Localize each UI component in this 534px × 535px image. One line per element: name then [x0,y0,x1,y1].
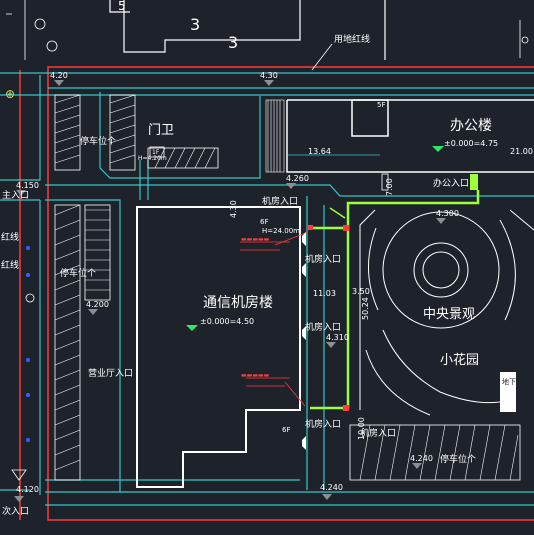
gate-height-label: H=4.20m [138,155,167,162]
dim-4-30: 4.30 [229,200,238,218]
room-entry-label-3: 机房入口 [305,321,341,333]
dim-13-64: 13.64 [308,147,331,156]
room-entry-markers [302,232,306,450]
left-side-markers [11,246,35,481]
business-entry-label: 营业厅入口 [88,367,133,379]
parking-label-2: 停车位个 [60,267,96,279]
telecom-height-label: H=24.00m [262,227,300,235]
parking-label-1: 停车位个 [80,135,116,147]
basement-entry-box [500,372,516,412]
gate-title: 门卫 [148,123,174,138]
office-stair-hatch [265,99,285,173]
road-network [0,72,534,506]
office-entry-label: 办公入口 [433,177,469,189]
level-4-120: 4.120 [16,485,39,494]
building-3-label-b: 3 [228,33,238,52]
building-3-outline [123,0,301,53]
room-entry-label-5: 机房入口 [360,427,396,439]
parking-hatch [54,94,519,481]
telecom-title: 通信机房楼 [203,295,273,311]
north-symbol-icon: ⊕ [5,87,15,101]
parking-label-3: 停车位个 [440,453,476,465]
office-building [286,99,534,173]
level-4-260: 4.260 [286,174,309,183]
level-4-240-parking: 4.240 [410,454,433,463]
building-5-outline [109,0,130,13]
dim-21-00: 21.00 [510,147,533,156]
room-entry-label-2: 机房入口 [305,253,341,265]
garden-title: 中央景观 [423,307,475,322]
level-4-310: 4.310 [326,333,349,342]
office-level-marker-icon [432,146,444,152]
red-annotation-1: ▬▬▬▬▬ [241,236,270,243]
dim-7-00: 7.00 [385,178,394,196]
office-title: 办公楼 [450,118,492,134]
level-4-30-top: 4.30 [260,71,278,80]
central-garden [359,209,534,416]
level-triangles [14,80,446,502]
telecom-floors-lower-label: 6F [282,426,290,434]
pipeline-nodes [308,225,349,411]
level-4-300: 4.300 [436,209,459,218]
gate-house-outline [149,146,165,158]
telecom-building-outline [136,206,301,488]
small-garden-title: 小花园 [440,352,479,368]
office-floors-label: 5F [377,101,385,109]
level-4-150: 4.150 [16,181,39,190]
office-level-text: ±0.000=4.75 [444,139,498,148]
dim-3-50: 3.50 [352,287,370,296]
green-pipeline [310,190,480,410]
dim-10-00: 10.00 [357,417,366,440]
dim-11-03: 11.03 [313,289,336,298]
office-entry-marker [381,173,478,191]
existing-buildings-top [109,0,386,60]
land-line-leader [311,43,333,71]
land-line-left-label-1: 红线 [1,231,19,243]
secondary-entry-label: 次入口 [2,505,29,517]
level-4-20-top: 4.20 [50,71,68,80]
room-entry-label-1: 机房入口 [262,195,298,207]
main-entry-label: 主入口 [2,189,29,201]
telecom-floors-label: 6F [260,218,268,226]
land-line-left-label-2: 红线 [1,259,19,271]
top-right-marks [519,20,529,58]
building-3-label-a: 3 [190,15,200,34]
room-entry-label-4: 机房入口 [305,418,341,430]
top-left-trees [6,0,58,60]
red-annotation-2: ▬▬▬▬▬ [241,372,270,379]
land-boundary-redline [19,66,534,521]
basement-entry-label: 地下车库出入口 [502,377,534,386]
building-5-label: 5 [118,0,126,13]
dim-50-24: 50.24 [361,297,370,320]
level-4-200-left: 4.200 [86,300,109,309]
telecom-level-marker-icon [186,325,198,331]
gate-floors-label: 1F [152,149,160,156]
red-annotations [240,231,309,407]
land-line-top-label: 用地红线 [334,33,370,45]
level-4-240-bottom: 4.240 [320,483,343,492]
telecom-level-text: ±0.000=4.50 [200,317,254,326]
